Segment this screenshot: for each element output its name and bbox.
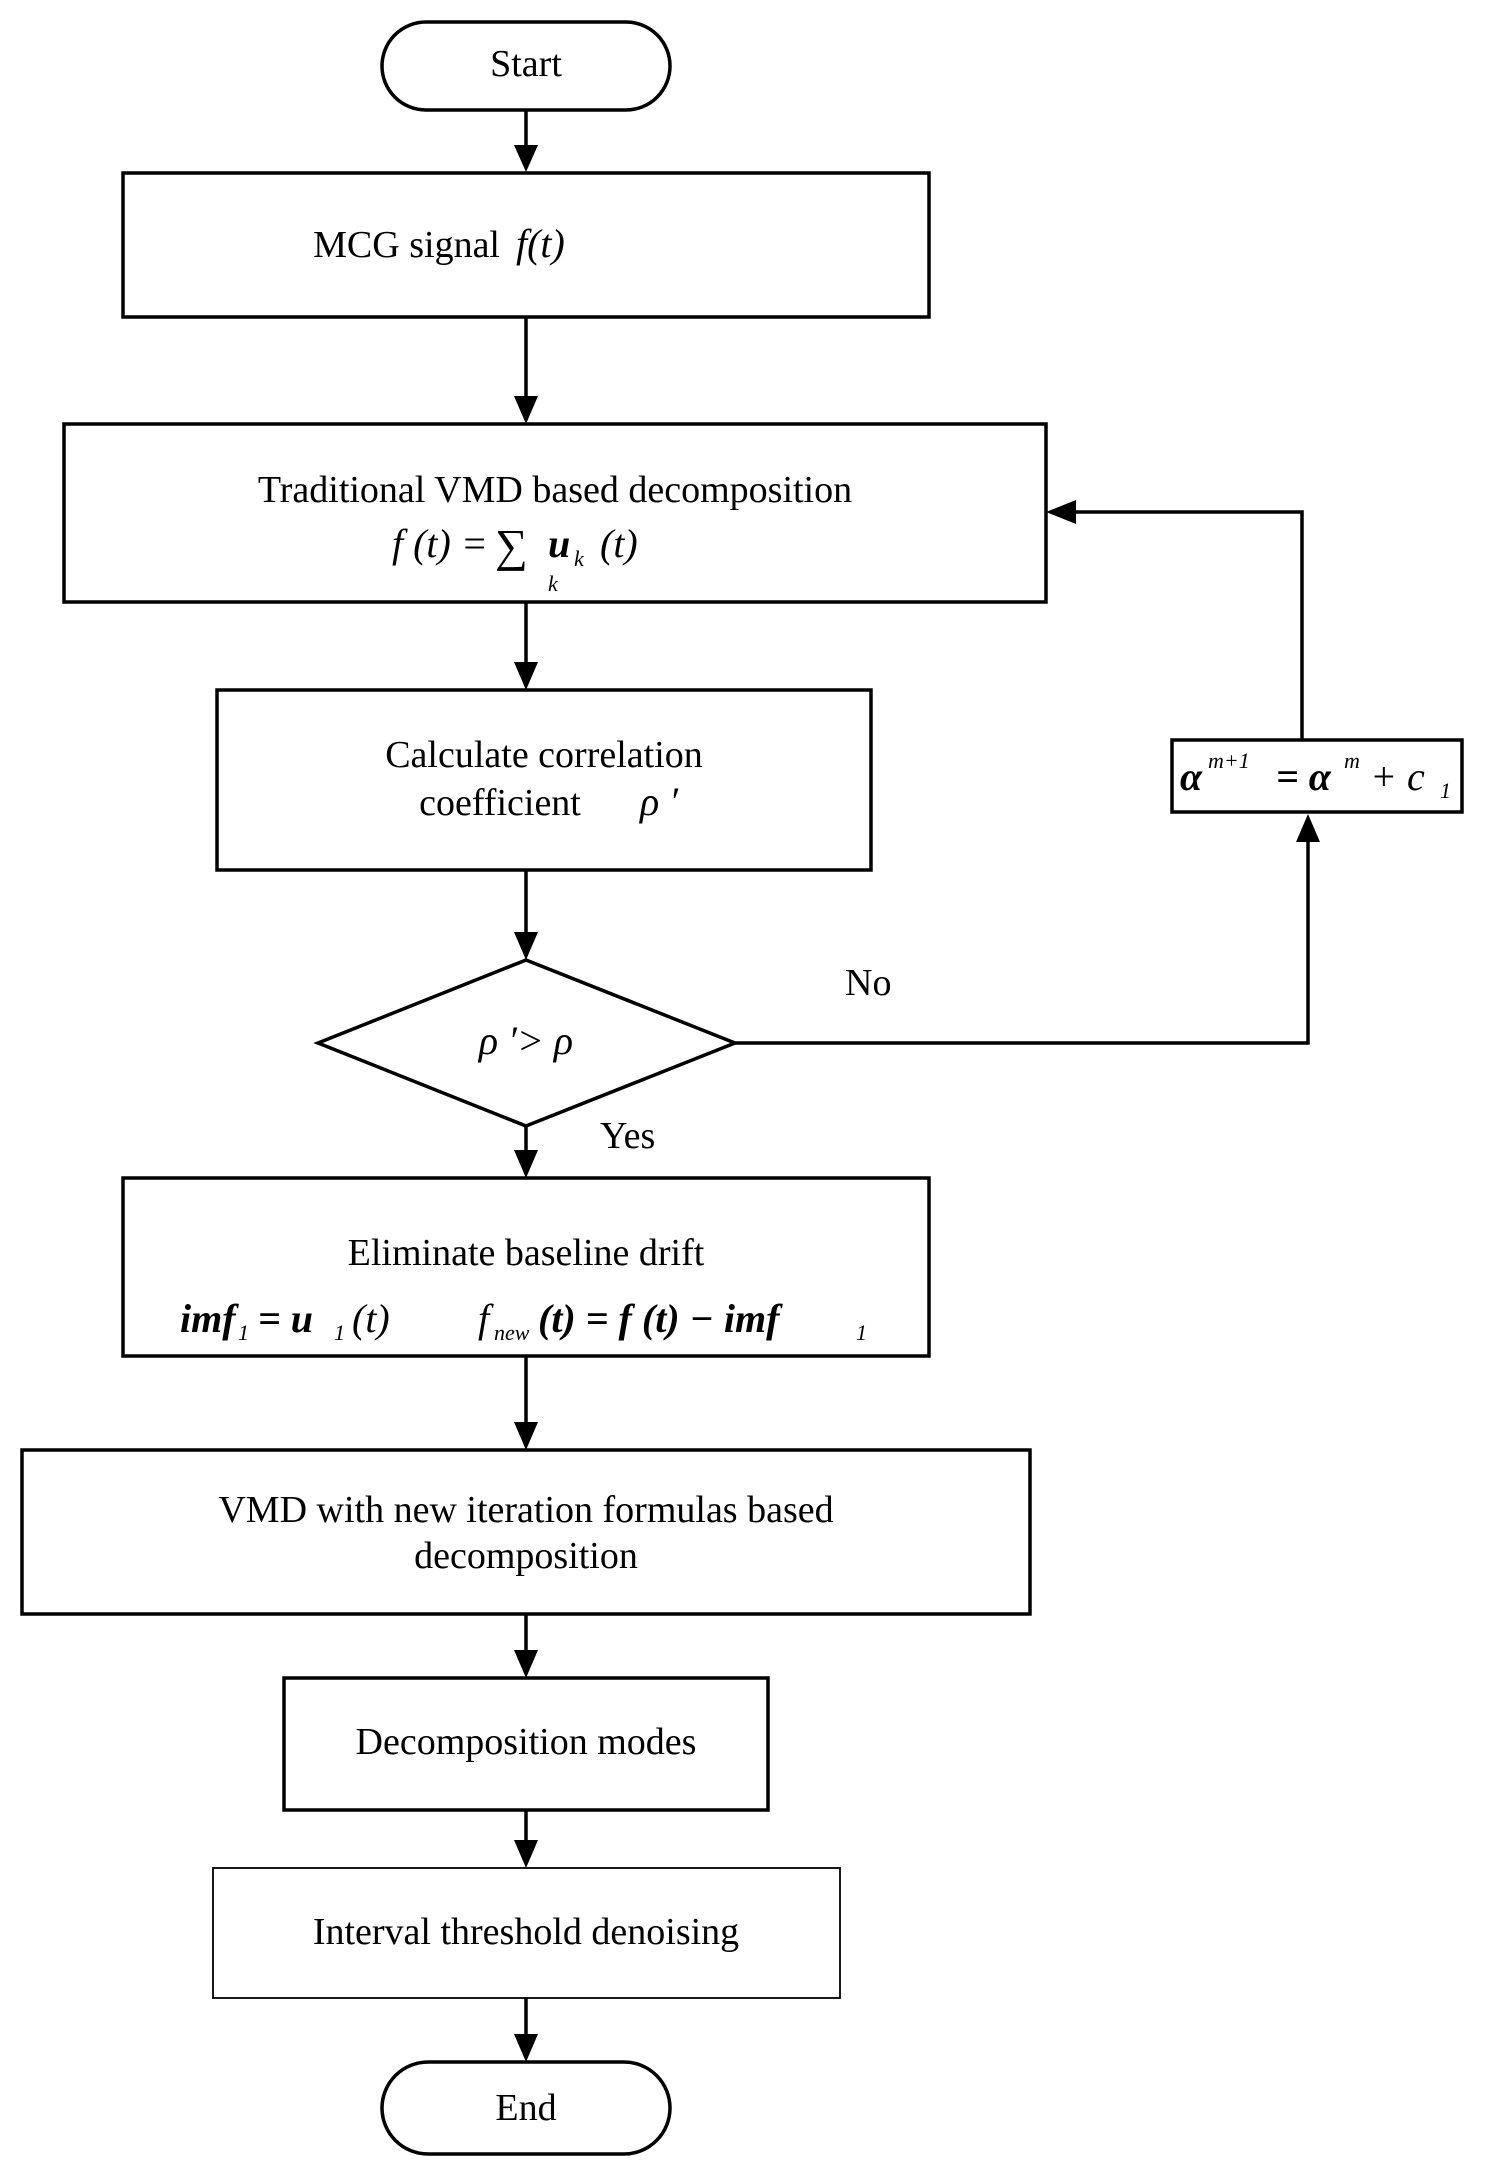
alpha-update-box [1170,738,1464,814]
arrowhead [514,932,538,960]
eliminate-title: Eliminate baseline drift [348,1232,705,1274]
fnew-rhs: (t) = f (t) − imf [538,1296,783,1341]
no-label: No [845,962,891,1004]
fnew-rhs-sub: 1 [856,1320,867,1345]
mcg-signal-box [121,171,931,319]
imf-lhs-sub: 1 [238,1320,249,1345]
arrowhead [1296,814,1320,842]
end-terminal [380,2060,672,2156]
new-vmd-box [20,1448,1032,1616]
new-vmd-line1: VMD with new iteration formulas based [218,1489,833,1531]
arrowhead [514,1422,538,1450]
start-label: Start [490,43,562,85]
imf-rhs-sub: 1 [334,1320,345,1345]
alpha-rhs-sub: 1 [1440,778,1451,803]
arrowhead [514,2034,538,2062]
vmd-formula-lhs: f (t) = [392,521,488,566]
arrowhead [514,662,538,690]
vmd-formula-rhs-sub: k [574,546,585,571]
imf-rhs-arg: (t) [352,1296,390,1341]
alpha-mid: = α [1276,754,1332,799]
traditional-vmd-title: Traditional VMD based decomposition [258,469,852,511]
yes-label: Yes [600,1115,655,1157]
correlation-symbol: ρ ′ [638,779,679,824]
vmd-formula-rhs-arg: (t) [600,521,638,566]
feedback-line [1074,510,1304,740]
mcg-signal-label: MCG signal [313,224,500,266]
correlation-line2: coefficient [419,782,581,824]
arrowhead [1046,500,1076,524]
correlation-box [215,688,873,872]
end-label: End [495,2087,556,2129]
alpha-rhs: + c [1370,754,1425,799]
denoising-label: Interval threshold denoising [313,1911,739,1953]
modes-box [282,1676,770,1812]
vmd-formula-sum-index: k [548,571,559,596]
denoising-box [212,1867,841,1999]
no-branch-line [735,842,1310,1045]
traditional-vmd-box [62,422,1048,604]
new-vmd-line2: decomposition [414,1535,638,1577]
vmd-formula-sum: ∑ [495,520,528,571]
imf-lhs: imf [180,1296,239,1341]
arrowhead [514,1150,538,1178]
fnew-sub: new [494,1320,530,1345]
arrowhead [514,1840,538,1868]
arrowhead [514,145,538,172]
imf-rhs: = u [258,1296,313,1341]
arrowhead [514,396,538,424]
correlation-line1: Calculate correlation [385,734,703,776]
alpha-lhs: α [1180,754,1203,799]
decision-label: ρ ′> ρ [477,1018,573,1063]
modes-label: Decomposition modes [356,1721,697,1763]
arrowhead [514,1650,538,1678]
vmd-formula-rhs: u [548,521,570,566]
alpha-lhs-sup: m+1 [1208,748,1250,773]
mcg-signal-func: f(t) [516,221,565,266]
eliminate-box [121,1176,931,1358]
alpha-mid-sup: m [1344,748,1360,773]
